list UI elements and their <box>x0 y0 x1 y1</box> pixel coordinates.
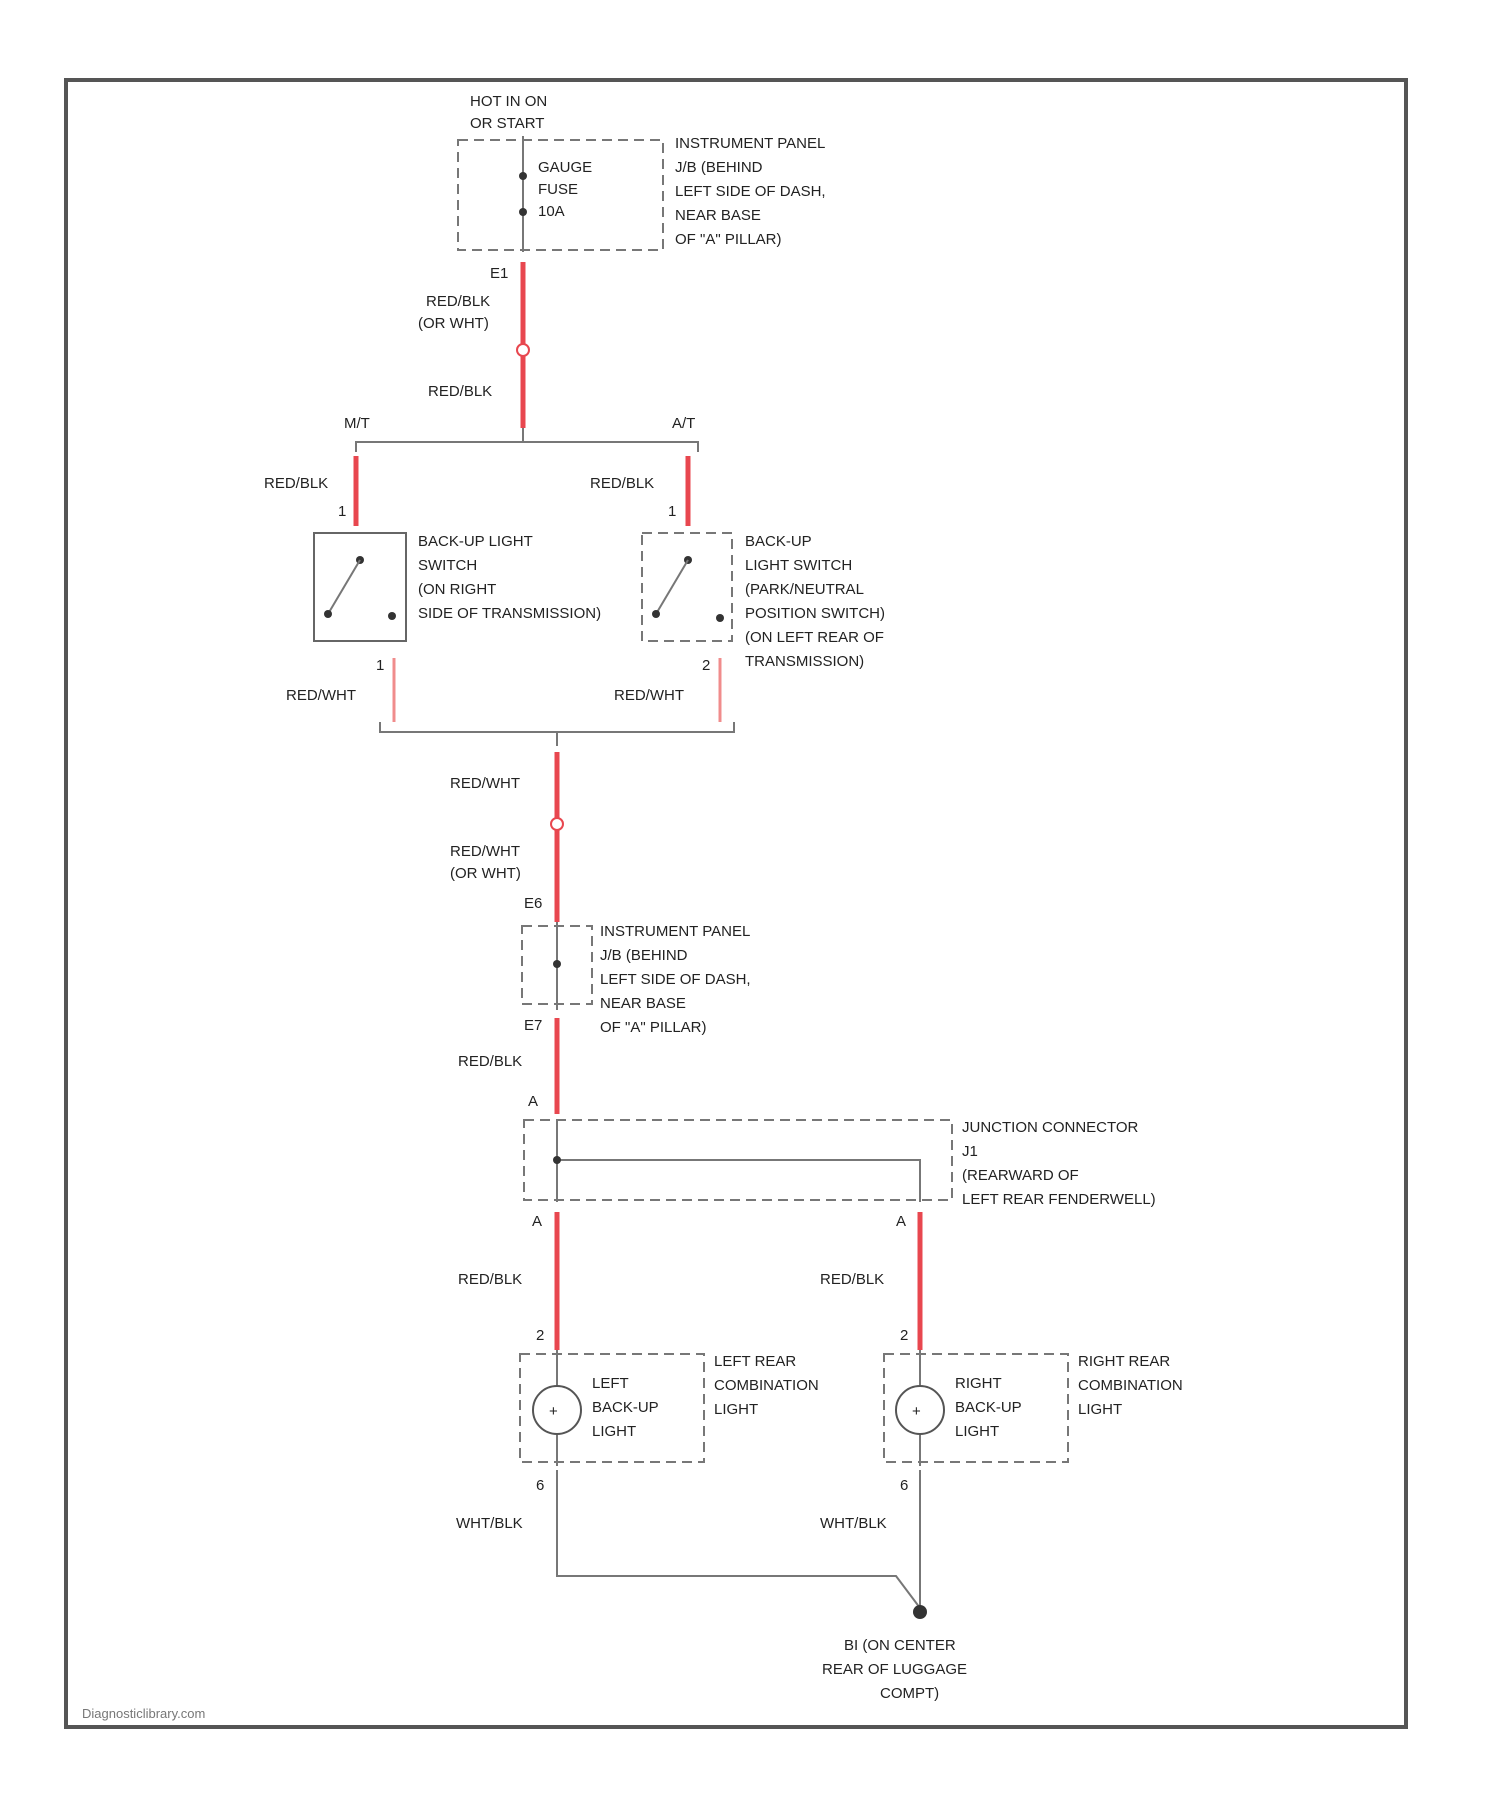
right-comb-line1: RIGHT REAR <box>1078 1353 1170 1370</box>
right-bulb-line2: BACK-UP <box>955 1399 1022 1416</box>
at-switch-line4: POSITION SWITCH) <box>745 605 885 622</box>
mt-switch-terminal-bottom <box>388 612 396 620</box>
mt-switch-pivot <box>324 610 332 618</box>
ground-line2: REAR OF LUGGAGE <box>822 1661 967 1678</box>
left-bulb-line3: LIGHT <box>592 1423 636 1440</box>
wire-red-blk-orwht-2: (OR WHT) <box>418 315 489 332</box>
fuse-terminal-top <box>519 172 527 180</box>
watermark: Diagnosticlibrary.com <box>82 1706 205 1721</box>
ip-jb-mid-line4: NEAR BASE <box>600 995 686 1012</box>
wire-wht-blk-right: WHT/BLK <box>820 1515 887 1532</box>
pin-6-right: 6 <box>900 1477 908 1494</box>
fuse-terminal-bottom <box>519 208 527 216</box>
wire-red-wht-at: RED/WHT <box>614 687 684 704</box>
ip-jb-top-line1: INSTRUMENT PANEL <box>675 135 825 152</box>
junction-line1: JUNCTION CONNECTOR <box>962 1119 1139 1136</box>
mt-label: M/T <box>344 415 370 432</box>
at-switch-line1: BACK-UP <box>745 533 812 550</box>
merge-bracket <box>380 722 734 732</box>
pin-2-right: 2 <box>900 1327 908 1344</box>
pin-mt-bottom: 1 <box>376 657 384 674</box>
wire-red-blk-2: RED/BLK <box>458 1053 522 1070</box>
at-switch-box <box>642 533 732 641</box>
inline-connector-top <box>517 344 529 356</box>
pin-2-left: 2 <box>536 1327 544 1344</box>
ip-jb-mid-terminal <box>553 960 561 968</box>
right-comb-line3: LIGHT <box>1078 1401 1122 1418</box>
right-comb-line2: COMBINATION <box>1078 1377 1183 1394</box>
left-comb-line1: LEFT REAR <box>714 1353 796 1370</box>
at-switch-terminal-bottom <box>716 614 724 622</box>
at-switch-line2: LIGHT SWITCH <box>745 557 852 574</box>
pin-at-bottom: 2 <box>702 657 710 674</box>
ip-jb-mid-line5: OF "A" PILLAR) <box>600 1019 707 1036</box>
wire-red-blk-at: RED/BLK <box>590 475 654 492</box>
at-switch-pivot <box>652 610 660 618</box>
wire-red-blk-mt: RED/BLK <box>264 475 328 492</box>
ground-line3: COMPT) <box>880 1685 939 1702</box>
ip-jb-top-line4: NEAR BASE <box>675 207 761 224</box>
pin-e7: E7 <box>524 1017 542 1034</box>
mt-switch-blade <box>328 560 360 614</box>
hot-in-on-label: HOT IN ON <box>470 93 547 110</box>
mt-switch-box <box>314 533 406 641</box>
wire-red-wht-orwht-1: RED/WHT <box>450 843 520 860</box>
ground-point-icon <box>913 1605 927 1619</box>
wire-red-blk-left: RED/BLK <box>458 1271 522 1288</box>
diagram-frame <box>66 80 1406 1727</box>
right-bulb-line3: LIGHT <box>955 1423 999 1440</box>
ip-jb-top-line2: J/B (BEHIND <box>675 159 763 176</box>
pin-a-top: A <box>528 1093 538 1110</box>
wire-wht-blk-left: WHT/BLK <box>456 1515 523 1532</box>
pin-e6: E6 <box>524 895 542 912</box>
wire-red-wht-main: RED/WHT <box>450 775 520 792</box>
wire-red-wht-mt: RED/WHT <box>286 687 356 704</box>
split-bracket-top <box>356 442 698 452</box>
at-label: A/T <box>672 415 695 432</box>
ip-jb-mid-line1: INSTRUMENT PANEL <box>600 923 750 940</box>
mt-switch-line1: BACK-UP LIGHT <box>418 533 533 550</box>
mt-switch-line4: SIDE OF TRANSMISSION) <box>418 605 601 622</box>
right-bulb-filament: + <box>912 1403 921 1420</box>
fuse-label: FUSE <box>538 181 578 198</box>
gauge-fuse-label: GAUGE <box>538 159 592 176</box>
ip-jb-top-line3: LEFT SIDE OF DASH, <box>675 183 826 200</box>
fuse-amp-label: 10A <box>538 203 565 220</box>
at-switch-blade <box>656 560 688 614</box>
pin-mt-top: 1 <box>338 503 346 520</box>
ip-jb-top-line5: OF "A" PILLAR) <box>675 231 782 248</box>
pin-a-right: A <box>896 1213 906 1230</box>
at-switch-line6: TRANSMISSION) <box>745 653 864 670</box>
junction-line3: (REARWARD OF <box>962 1167 1079 1184</box>
pin-e1-label: E1 <box>490 265 508 282</box>
left-bulb-line2: BACK-UP <box>592 1399 659 1416</box>
mt-switch-line3: (ON RIGHT <box>418 581 496 598</box>
wire-red-blk-1: RED/BLK <box>428 383 492 400</box>
mt-switch-line2: SWITCH <box>418 557 477 574</box>
left-comb-line3: LIGHT <box>714 1401 758 1418</box>
pin-at-top: 1 <box>668 503 676 520</box>
ip-jb-mid-line2: J/B (BEHIND <box>600 947 688 964</box>
pin-6-left: 6 <box>536 1477 544 1494</box>
left-bulb-line1: LEFT <box>592 1375 629 1392</box>
pin-a-left: A <box>532 1213 542 1230</box>
inline-connector-mid <box>551 818 563 830</box>
wire-red-blk-orwht-1: RED/BLK <box>426 293 490 310</box>
ground-line1: BI (ON CENTER <box>844 1637 956 1654</box>
left-comb-line2: COMBINATION <box>714 1377 819 1394</box>
at-switch-line3: (PARK/NEUTRAL <box>745 581 864 598</box>
junction-splice-dot <box>553 1156 561 1164</box>
junction-bus-cross <box>557 1160 920 1202</box>
wire-red-blk-right: RED/BLK <box>820 1271 884 1288</box>
or-start-label: OR START <box>470 115 544 132</box>
at-switch-line5: (ON LEFT REAR OF <box>745 629 884 646</box>
ip-jb-mid-line3: LEFT SIDE OF DASH, <box>600 971 751 988</box>
left-bulb-filament: + <box>549 1403 558 1420</box>
junction-line2: J1 <box>962 1143 978 1160</box>
right-bulb-line1: RIGHT <box>955 1375 1002 1392</box>
wire-red-wht-orwht-2: (OR WHT) <box>450 865 521 882</box>
left-ground-wire <box>557 1470 920 1608</box>
junction-line4: LEFT REAR FENDERWELL) <box>962 1191 1156 1208</box>
